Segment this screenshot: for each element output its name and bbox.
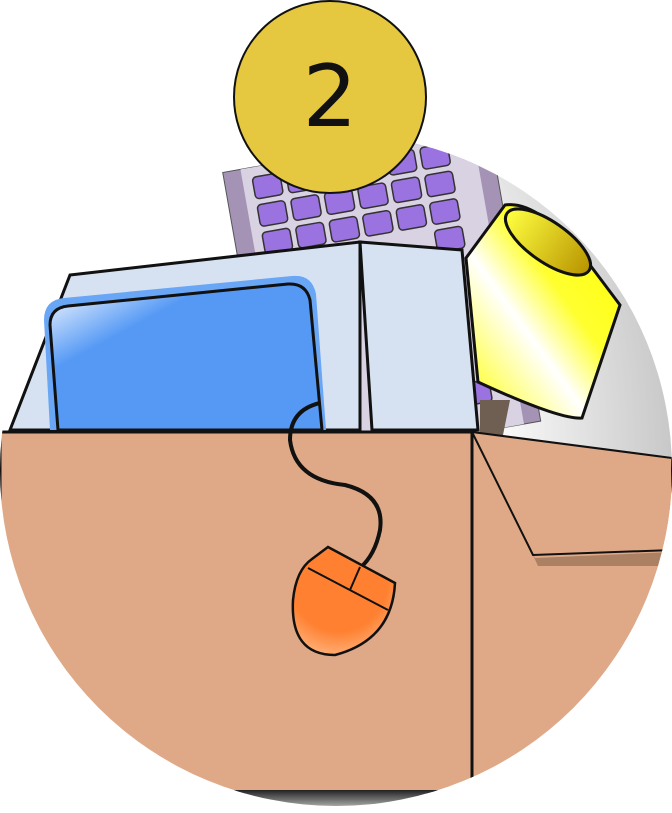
mouse xyxy=(291,545,397,657)
badge-number: 2 xyxy=(302,47,358,147)
desk-lamp xyxy=(464,203,622,450)
monitor-screen xyxy=(48,282,324,432)
monitor xyxy=(7,240,480,432)
number-badge: 2 xyxy=(233,0,427,194)
mouse-cable xyxy=(287,401,383,570)
